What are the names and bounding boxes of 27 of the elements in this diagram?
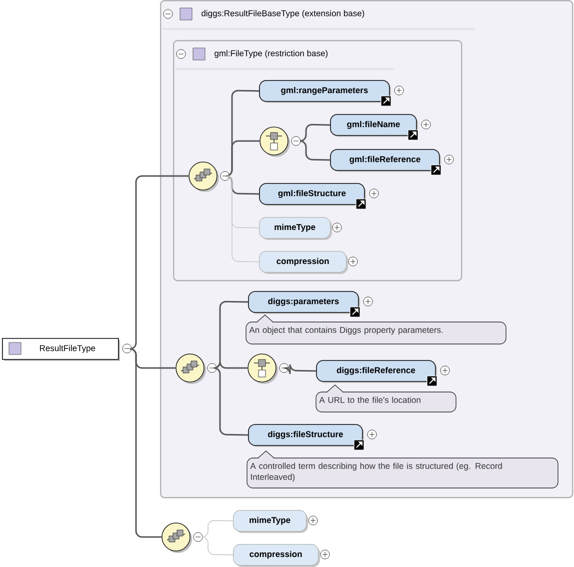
connector	[129, 175, 189, 350]
connector	[202, 536, 234, 556]
element-pill: gml:fileName	[330, 114, 418, 137]
element-pill: diggs:fileStructure	[248, 424, 364, 447]
element-pill: compression	[233, 544, 320, 567]
connector	[213, 361, 248, 369]
annotation-callout: A controlled term describing how the file is structured (eg. Record Interleaved)	[246, 450, 558, 488]
connector	[299, 140, 330, 161]
type-box: ResultFileType	[2, 338, 120, 361]
annotation-callout: A URL to the file's location	[316, 384, 456, 412]
element-pill: diggs:fileReference	[316, 360, 437, 383]
connector	[283, 364, 316, 375]
connector	[225, 140, 260, 177]
element-pill: gml:fileStructure	[259, 183, 366, 206]
element-pill: compression	[259, 251, 348, 274]
element-pill: diggs:parameters	[248, 291, 360, 314]
element-pill: mimeType	[259, 217, 332, 240]
connector	[213, 367, 248, 436]
connector	[202, 520, 234, 538]
connector	[225, 175, 260, 195]
connector	[299, 124, 330, 142]
connector	[129, 348, 162, 538]
element-pill: mimeType	[233, 510, 308, 533]
element-pill: gml:rangeParameters	[259, 80, 391, 103]
connector	[226, 176, 260, 262]
element-pill: gml:fileReference	[330, 149, 441, 172]
annotation-callout: An object that contains Diggs property parameters.	[246, 314, 506, 344]
